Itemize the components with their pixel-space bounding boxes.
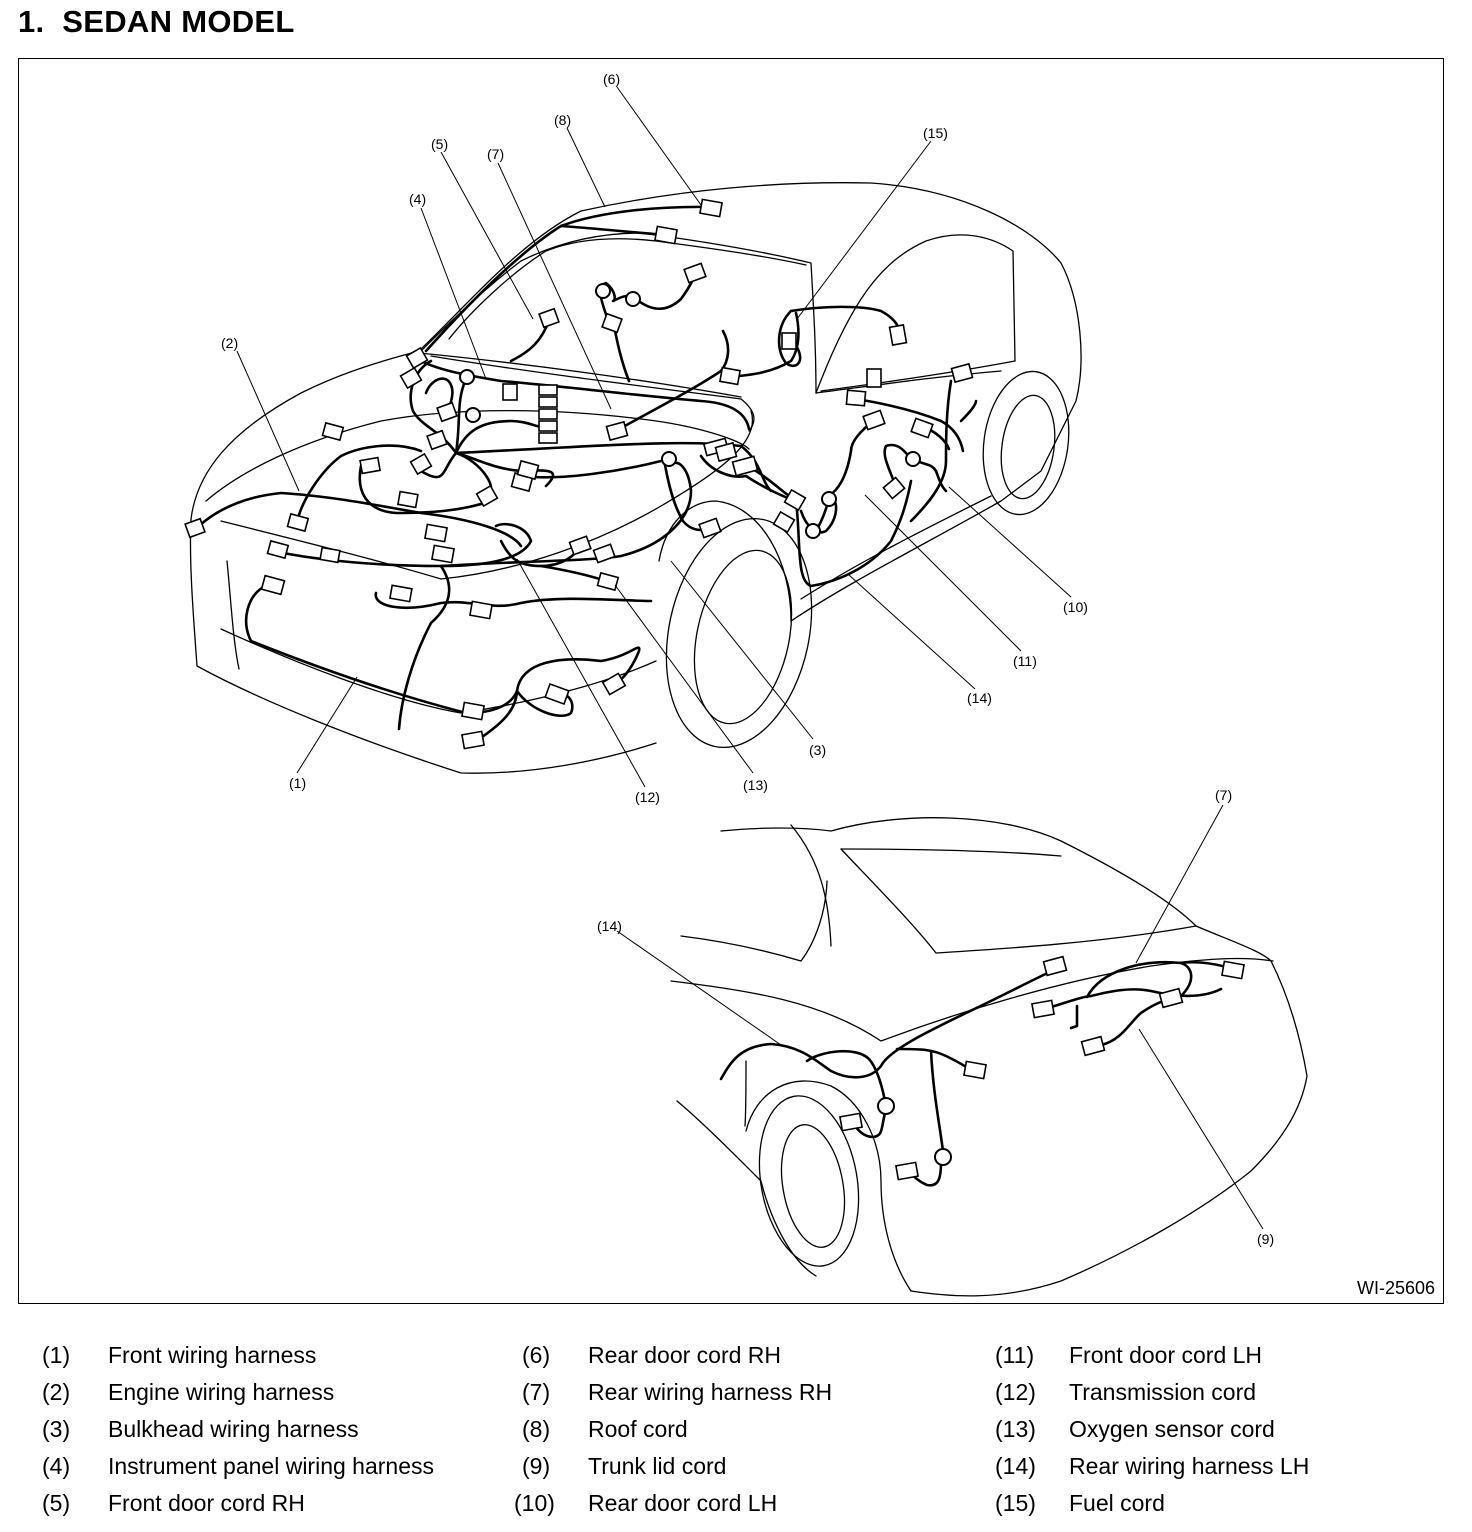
- callout-5: (5): [431, 136, 448, 152]
- legend-label: Transmission cord: [1069, 1379, 1257, 1405]
- legend-num: (14): [995, 1453, 1036, 1479]
- legend-label: Fuel cord: [1069, 1490, 1165, 1516]
- legend-label: Front wiring harness: [108, 1342, 317, 1368]
- callout-12: (12): [635, 789, 660, 805]
- page-title: 1. SEDAN MODEL: [18, 4, 295, 39]
- wiring-diagram: (1) (2) (3) (4) (5) (6) (7) (8) (10) (11…: [184, 71, 1308, 1297]
- legend-num: (11): [995, 1342, 1035, 1368]
- legend-label: Rear door cord RH: [588, 1342, 782, 1368]
- legend-label: Roof cord: [588, 1416, 688, 1442]
- callout-15: (15): [923, 125, 948, 141]
- legend-num: (10): [514, 1490, 555, 1516]
- legend-label: Rear door cord LH: [588, 1490, 778, 1516]
- callout-rear-9: (9): [1257, 1231, 1274, 1247]
- callout-rear-14: (14): [597, 918, 622, 934]
- callout-14: (14): [967, 690, 992, 706]
- legend-label: Oxygen sensor cord: [1069, 1416, 1275, 1442]
- car-body-rear-view: [670, 817, 1308, 1297]
- callout-labels: (1) (2) (3) (4) (5) (6) (7) (8) (10) (11…: [221, 71, 1274, 1247]
- legend-num: (2): [42, 1379, 71, 1405]
- callout-8: (8): [554, 112, 571, 128]
- callout-13: (13): [743, 777, 768, 793]
- legend-label: Trunk lid cord: [588, 1453, 727, 1479]
- legend-num: (1): [42, 1342, 71, 1368]
- callout-2: (2): [221, 335, 238, 351]
- legend-label: Front door cord RH: [108, 1490, 305, 1516]
- legend-label: Bulkhead wiring harness: [108, 1416, 359, 1442]
- legend-num: (3): [42, 1416, 71, 1442]
- callout-rear-7: (7): [1215, 787, 1232, 803]
- legend-num: (15): [995, 1490, 1036, 1516]
- legend-num: (8): [522, 1416, 551, 1442]
- diagram-frame: (1) (2) (3) (4) (5) (6) (7) (8) (10) (11…: [18, 58, 1444, 1304]
- legend-num: (4): [42, 1453, 71, 1479]
- callout-11: (11): [1013, 653, 1037, 669]
- legend-num: (13): [995, 1416, 1036, 1442]
- legend-label: Rear wiring harness LH: [1069, 1453, 1310, 1479]
- legend-label: Rear wiring harness RH: [588, 1379, 833, 1405]
- legend-num: (9): [522, 1453, 551, 1479]
- legend: (1) Front wiring harness (2) Engine wiri…: [0, 1340, 1472, 1530]
- legend-num: (5): [42, 1490, 71, 1516]
- legend-num: (7): [522, 1379, 551, 1405]
- legend-label: Front door cord LH: [1069, 1342, 1263, 1368]
- wiring-harness-front-view: [197, 205, 978, 741]
- car-body-front-view: [189, 182, 1082, 774]
- legend-num: (6): [522, 1342, 551, 1368]
- legend-label: Engine wiring harness: [108, 1379, 335, 1405]
- callout-1: (1): [289, 775, 306, 791]
- callout-4: (4): [409, 191, 426, 207]
- callout-3: (3): [809, 742, 826, 758]
- connectors-front-view: [184, 198, 974, 750]
- legend-num: (12): [995, 1379, 1036, 1405]
- callout-6: (6): [603, 71, 620, 87]
- callout-leaders: [236, 86, 1264, 1230]
- legend-label: Instrument panel wiring harness: [108, 1453, 434, 1479]
- figure-id: WI-25606: [1356, 1278, 1435, 1298]
- callout-10: (10): [1063, 599, 1088, 615]
- connectors-rear-view: [839, 955, 1245, 1181]
- callout-7: (7): [487, 146, 504, 162]
